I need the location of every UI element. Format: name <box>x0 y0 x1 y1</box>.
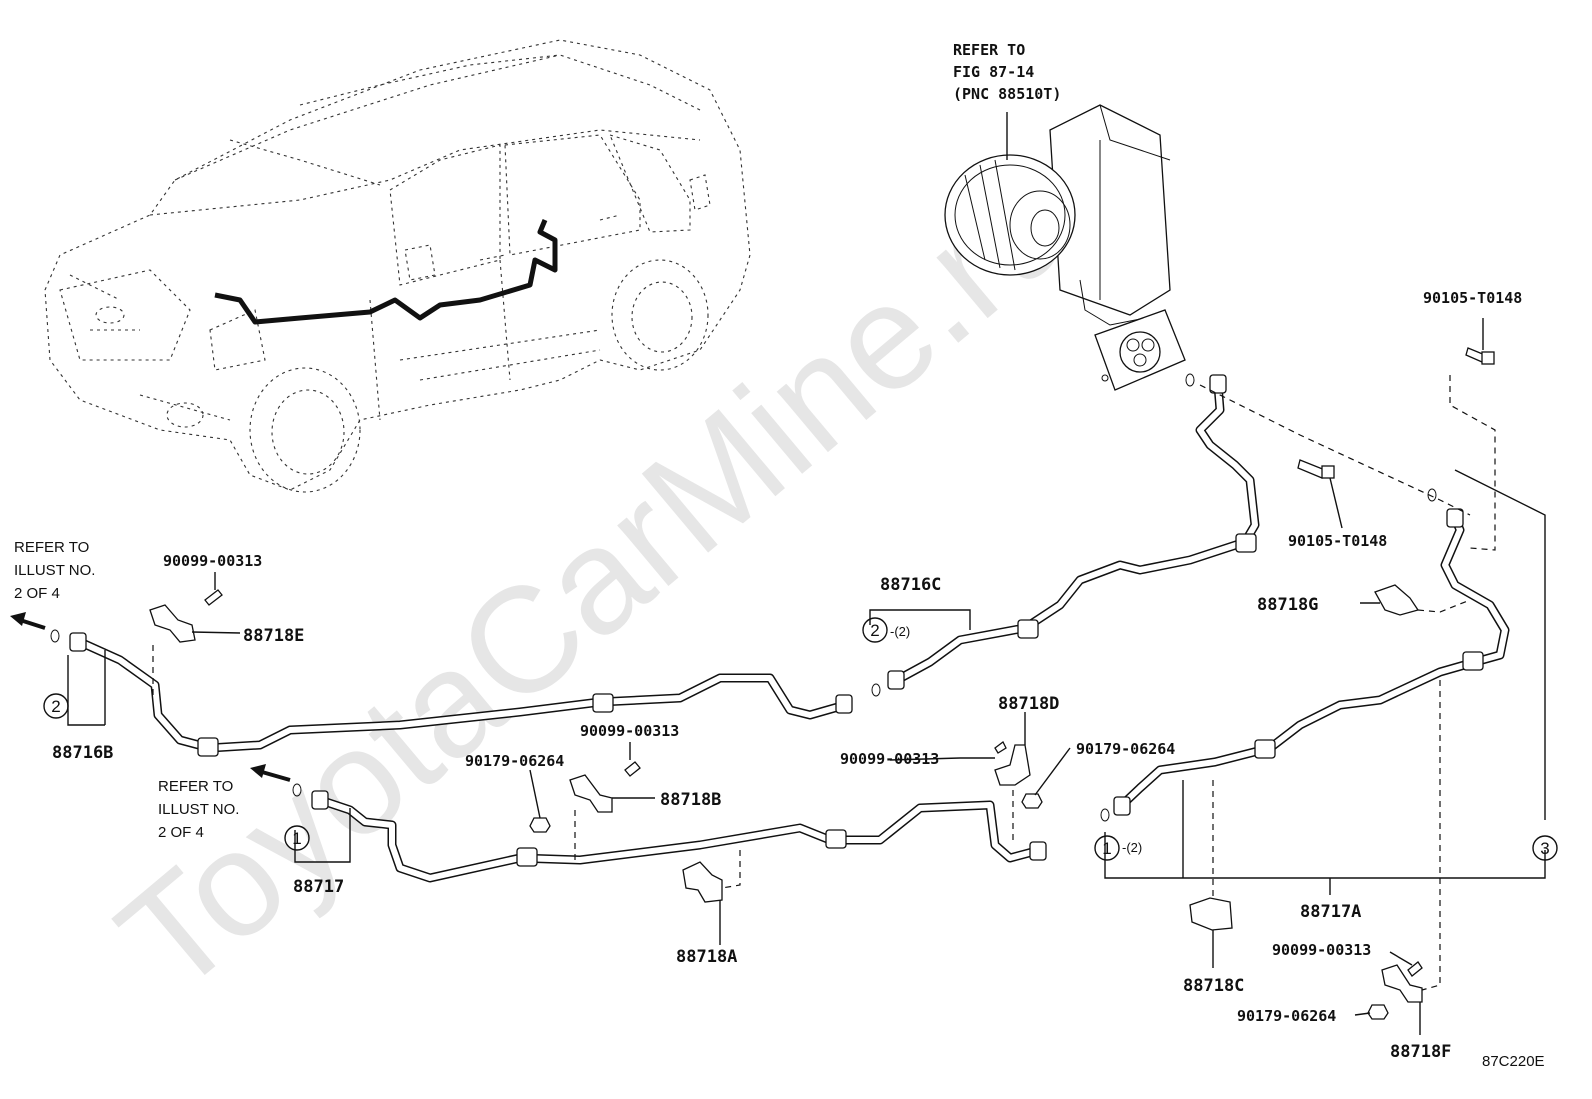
qty-2-right: -(2) <box>1122 840 1142 855</box>
watermark: ToyotaCarMine.ru <box>88 135 1103 1025</box>
pipes <box>75 380 1510 883</box>
clamps <box>149 584 1423 1003</box>
refer-left-top-line2: ILLUST NO. <box>14 562 95 579</box>
refer-blower-line2: FIG 87-14 <box>953 63 1034 81</box>
callout-2-left: 2 <box>51 697 60 716</box>
label-88718E: 88718E <box>243 626 304 646</box>
label-bolt-t0148-a: 90105-T0148 <box>1423 289 1522 307</box>
qty-2-mid: -(2) <box>890 624 910 639</box>
arrow-left-mid-icon <box>250 764 266 778</box>
refer-left-mid-line2: ILLUST NO. <box>158 801 239 818</box>
callout-1-left: 1 <box>292 829 301 848</box>
label-88717A: 88717A <box>1300 902 1361 922</box>
label-nut-06264-a: 90179-06264 <box>465 752 564 770</box>
label-88718F: 88718F <box>1390 1042 1451 1062</box>
label-bolt-00313-b: 90099-00313 <box>580 722 679 740</box>
label-88718G: 88718G <box>1257 595 1318 615</box>
fasteners <box>204 347 1495 1020</box>
label-bolt-00313-d: 90099-00313 <box>1272 941 1371 959</box>
refer-blower-line3: (PNC 88510T) <box>953 85 1061 103</box>
blower-unit <box>944 104 1186 391</box>
clamp-88718A <box>682 861 723 903</box>
label-88716C: 88716C <box>880 575 941 595</box>
label-nut-06264-b: 90179-06264 <box>1076 740 1175 758</box>
pipe-fittings <box>69 374 1484 867</box>
arrows <box>10 612 291 782</box>
label-bolt-00313-a: 90099-00313 <box>163 552 262 570</box>
label-88717: 88717 <box>293 877 344 897</box>
label-88716B: 88716B <box>52 743 113 763</box>
reference-notes: REFER TO FIG 87-14 (PNC 88510T) REFER TO… <box>14 41 1061 841</box>
label-88718A: 88718A <box>676 947 737 967</box>
part-labels: 88716B 88716C 88717 88717A 88718A 88718B… <box>52 289 1522 1062</box>
label-88718B: 88718B <box>660 790 721 810</box>
leaders <box>67 318 1546 1035</box>
figure-code: 87C220E <box>1482 1053 1545 1070</box>
refer-left-mid-line3: 2 OF 4 <box>158 824 204 841</box>
refer-left-top-line3: 2 OF 4 <box>14 585 60 602</box>
dashed-guides <box>152 375 1496 991</box>
label-nut-06264-c: 90179-06264 <box>1237 1007 1336 1025</box>
label-bolt-00313-c: 90099-00313 <box>840 750 939 768</box>
clamp-88718G <box>1374 584 1420 616</box>
clamp-88718C <box>1189 897 1233 931</box>
clamp-88718E <box>149 604 196 643</box>
clamp-88718F <box>1381 964 1423 1003</box>
label-88718C: 88718C <box>1183 976 1244 996</box>
callout-1-right: 1 <box>1102 839 1111 858</box>
callout-3: 3 <box>1540 839 1549 858</box>
refer-blower-line1: REFER TO <box>953 41 1025 59</box>
label-bolt-t0148-b: 90105-T0148 <box>1288 532 1387 550</box>
arrow-left-top-icon <box>10 612 26 626</box>
o-rings <box>50 373 1437 822</box>
callout-circles: 2 2 -(2) 1 1 -(2) 3 <box>43 617 1558 861</box>
refer-left-top-line1: REFER TO <box>14 539 89 556</box>
label-88718D: 88718D <box>998 694 1059 714</box>
clamp-88718B <box>569 774 613 813</box>
vehicle-illustration <box>44 39 751 493</box>
clamp-88718D <box>994 744 1031 786</box>
refer-left-mid-line1: REFER TO <box>158 778 233 795</box>
callout-2-mid: 2 <box>870 621 879 640</box>
